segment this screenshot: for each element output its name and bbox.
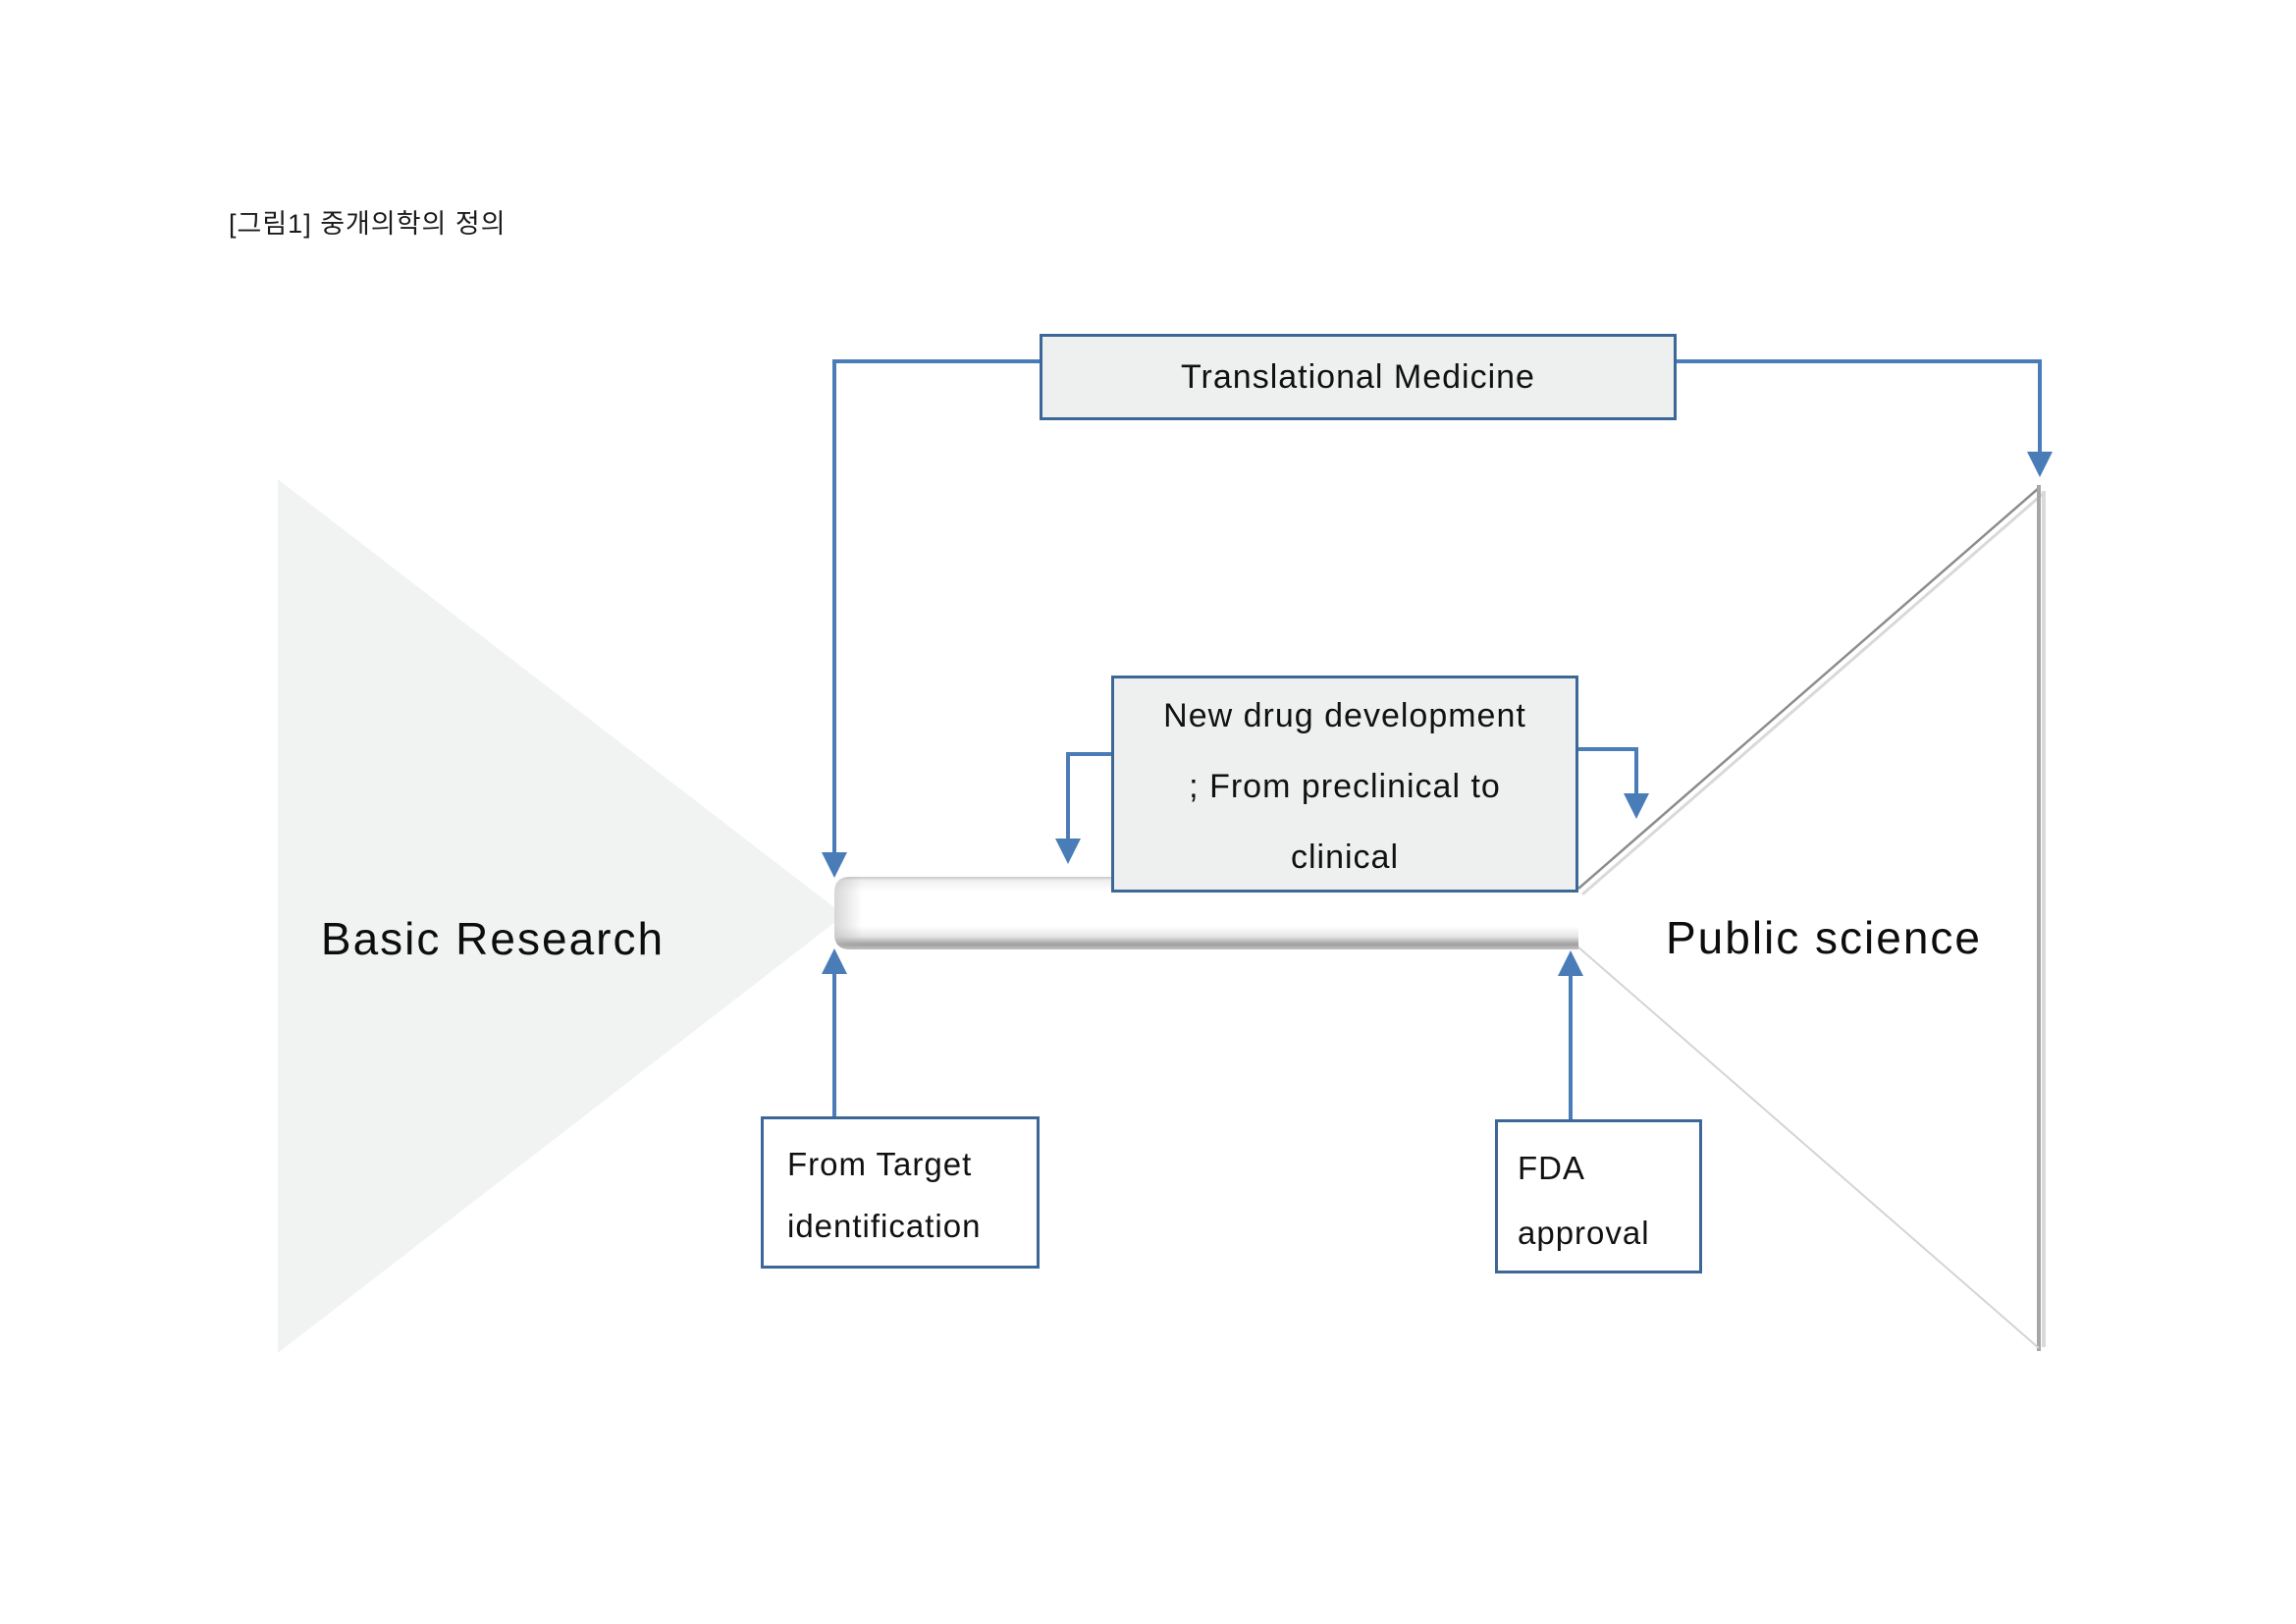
connector-tm-left	[832, 359, 1040, 864]
fda-approval-box: FDA approval	[1495, 1119, 1702, 1273]
arrowhead-fda-up-icon	[1558, 950, 1583, 976]
new-drug-line-3: clinical	[1290, 839, 1400, 876]
new-drug-development-box: New drug development ; From preclinical …	[1111, 676, 1578, 893]
funnel-top-edge	[1577, 487, 2040, 890]
fda-line-1: FDA	[1518, 1150, 1585, 1186]
arrowhead-newdrug-left-down-icon	[1055, 839, 1081, 864]
pipeline-bar	[834, 877, 1578, 949]
new-drug-line-2: ; From preclinical to	[1189, 768, 1501, 805]
fda-line-2: approval	[1518, 1215, 1650, 1251]
public-science-funnel	[1575, 488, 2039, 1348]
public-science-label: Public science	[1665, 912, 1983, 963]
translational-medicine-label: Translational Medicine	[1181, 358, 1535, 396]
figure-caption: [그림1] 중개의학의 정의	[229, 209, 507, 239]
connector-newdrug-left	[1066, 752, 1111, 850]
from-target-identification-box: From Target identification	[761, 1116, 1040, 1269]
basic-research-triangle	[278, 479, 844, 1353]
from-target-line-2: identification	[787, 1208, 982, 1244]
from-target-line-1: From Target	[787, 1146, 973, 1182]
basic-research-label: Basic Research	[320, 913, 666, 964]
funnel-bottom-edge	[1575, 945, 2040, 1349]
connector-tm-right	[1677, 359, 2042, 463]
arrowhead-target-up-icon	[822, 948, 847, 974]
pipeline-bar-left-cap	[834, 877, 862, 949]
connector-newdrug-right	[1578, 747, 1638, 805]
arrowhead-newdrug-right-down-icon	[1624, 793, 1649, 819]
arrowhead-tm-left-down-icon	[822, 852, 847, 878]
funnel-top-edge-shadow	[1581, 492, 2044, 896]
arrowhead-tm-right-down-icon	[2027, 452, 2053, 477]
new-drug-line-1: New drug development	[1163, 697, 1526, 734]
translational-medicine-box: Translational Medicine	[1040, 334, 1677, 420]
